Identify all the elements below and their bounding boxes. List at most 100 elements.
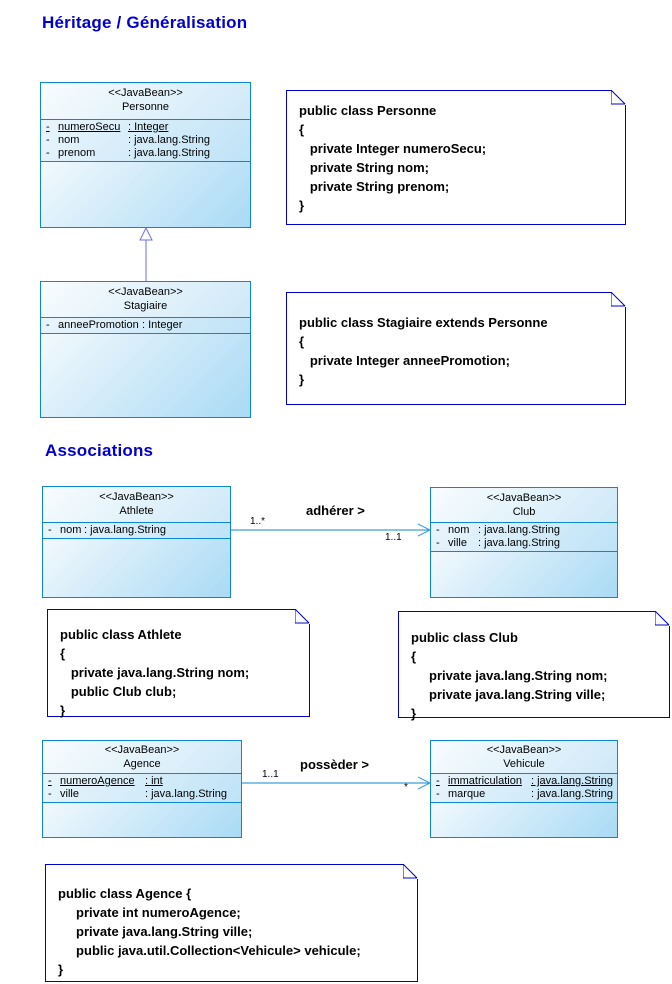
- code-line: {: [411, 649, 417, 664]
- code-line: public class Agence {: [58, 886, 192, 901]
- attribute-visibility: -: [46, 134, 50, 146]
- attribute-type: : java.lang.String: [478, 524, 560, 536]
- class-vehicule: <<JavaBean>> Vehicule -immatriculation : …: [430, 740, 618, 838]
- class-header: <<JavaBean>> Stagiaire: [41, 282, 250, 317]
- attribute-visibility: -: [48, 788, 52, 800]
- code-line: public class Stagiaire extends Personne: [299, 315, 548, 330]
- attribute-visibility: -: [46, 147, 50, 159]
- code-line: {: [60, 646, 66, 661]
- class-stereotype: <<JavaBean>>: [486, 492, 562, 504]
- attribute-visibility: -: [48, 524, 52, 536]
- class-stereotype: <<JavaBean>>: [486, 744, 562, 756]
- class-stereotype: <<JavaBean>>: [108, 87, 183, 99]
- attribute-row: -prenom : java.lang.String: [41, 147, 250, 160]
- attribute-visibility: -: [46, 319, 50, 331]
- code-line: }: [411, 706, 417, 721]
- class-body-compartment: [41, 161, 250, 227]
- note-club-code: public class Club { private java.lang.St…: [398, 610, 670, 721]
- attribute-name: ville: [60, 788, 79, 800]
- attribute-visibility: -: [46, 121, 50, 133]
- attribute-visibility: -: [48, 775, 52, 787]
- heritage-section-title: Héritage / Généralisation: [42, 13, 248, 32]
- note-fold-icon: [654, 610, 670, 626]
- code-line: }: [299, 372, 305, 387]
- note-personne-code: public class Personne { private Integer …: [286, 89, 626, 225]
- association-label-posseder: possèder >: [300, 757, 370, 772]
- code-line: private Integer numeroSecu;: [299, 141, 487, 156]
- class-header: <<JavaBean>> Athlete: [43, 487, 230, 522]
- code-line: private int numeroAgence;: [58, 905, 241, 920]
- multiplicity-posseder-target: *: [404, 782, 408, 793]
- attribute-type: : java.lang.String: [128, 147, 210, 159]
- class-body-compartment: [43, 802, 241, 837]
- class-agence: <<JavaBean>> Agence -numeroAgence: int -…: [42, 740, 242, 838]
- code-line: }: [60, 703, 66, 718]
- association-label-adherer: adhérer >: [306, 503, 365, 518]
- class-body-compartment: [43, 538, 230, 597]
- class-name: Personne: [121, 101, 170, 113]
- multiplicity-posseder-source: 1..1: [262, 769, 279, 780]
- class-header: <<JavaBean>> Agence: [43, 741, 241, 773]
- class-body-compartment: [431, 802, 617, 837]
- attribute-row: -nom: java.lang.String: [43, 524, 230, 537]
- attribute-name: nom: [448, 524, 470, 536]
- attribute-type: : java.lang.String: [531, 788, 613, 800]
- attribute-visibility: -: [436, 788, 440, 800]
- code-line: private Integer anneePromotion;: [299, 353, 510, 368]
- attribute-row: -numeroAgence: int: [43, 775, 241, 788]
- associations-section-title: Associations: [45, 441, 154, 460]
- class-club: <<JavaBean>> Club -nom : java.lang.String…: [430, 487, 618, 598]
- code-line: public class Athlete: [60, 627, 182, 642]
- note-fold-icon: [610, 89, 626, 105]
- attribute-visibility: -: [436, 524, 440, 536]
- attribute-name: anneePromotion: [58, 319, 139, 331]
- attributes-compartment: -nom: java.lang.String: [43, 522, 230, 538]
- class-name: Vehicule: [503, 758, 545, 770]
- attribute-name: immatriculation: [448, 775, 522, 787]
- code-line: public Club club;: [60, 684, 177, 699]
- code-line: {: [299, 122, 305, 137]
- attribute-name: prenom: [58, 147, 96, 159]
- attribute-type: : java.lang.String: [478, 537, 560, 549]
- class-personne: <<JavaBean>> Personne -numeroSecu: Integ…: [40, 82, 251, 228]
- attributes-compartment: -numeroAgence: int -ville: java.lang.Str…: [43, 773, 241, 802]
- attributes-compartment: -anneePromotion: Integer: [41, 317, 250, 333]
- attribute-name: nom: [58, 134, 80, 146]
- code-line: private java.lang.String nom;: [411, 668, 608, 683]
- class-athlete: <<JavaBean>> Athlete -nom: java.lang.Str…: [42, 486, 231, 598]
- note-fold-icon: [610, 291, 626, 307]
- code-line: public java.util.Collection<Vehicule> ve…: [58, 943, 361, 958]
- class-name: Stagiaire: [123, 300, 168, 312]
- attributes-compartment: -numeroSecu: Integer -nom: java.lang.Str…: [41, 119, 250, 161]
- class-stereotype: <<JavaBean>>: [99, 491, 174, 503]
- note-fold-icon: [294, 608, 310, 624]
- code-line: private java.lang.String ville;: [58, 924, 253, 939]
- attribute-row: -ville: java.lang.String: [43, 788, 241, 801]
- attribute-row: -anneePromotion: Integer: [41, 319, 250, 332]
- class-header: <<JavaBean>> Vehicule: [431, 741, 617, 773]
- class-header: <<JavaBean>> Club: [431, 488, 617, 522]
- class-body-compartment: [41, 333, 250, 417]
- class-stereotype: <<JavaBean>>: [104, 744, 180, 756]
- code-line: private String prenom;: [299, 179, 450, 194]
- note-fold-icon: [402, 863, 418, 879]
- attribute-type: : java.lang.String: [531, 775, 613, 787]
- code-line: }: [299, 198, 305, 213]
- attribute-row: -marque : java.lang.String: [431, 788, 617, 801]
- class-stagiaire: <<JavaBean>> Stagiaire -anneePromotion: …: [40, 281, 251, 418]
- attribute-type: : java.lang.String: [84, 524, 166, 536]
- attribute-name: nom: [60, 524, 82, 536]
- attribute-row: -nom: java.lang.String: [41, 134, 250, 147]
- generalization-arrow: [139, 226, 153, 281]
- attribute-row: -immatriculation : java.lang.String: [431, 775, 617, 788]
- class-name: Agence: [123, 758, 161, 770]
- attribute-name: numeroAgence: [60, 775, 135, 787]
- multiplicity-adherer-target: 1..1: [385, 532, 402, 543]
- code-line: private java.lang.String nom;: [60, 665, 250, 680]
- attribute-name: numeroSecu: [58, 121, 121, 133]
- attribute-visibility: -: [436, 775, 440, 787]
- note-athlete-code: public class Athlete { private java.lang…: [47, 608, 310, 718]
- attribute-visibility: -: [436, 537, 440, 549]
- attribute-name: marque: [448, 788, 486, 800]
- class-header: <<JavaBean>> Personne: [41, 83, 250, 119]
